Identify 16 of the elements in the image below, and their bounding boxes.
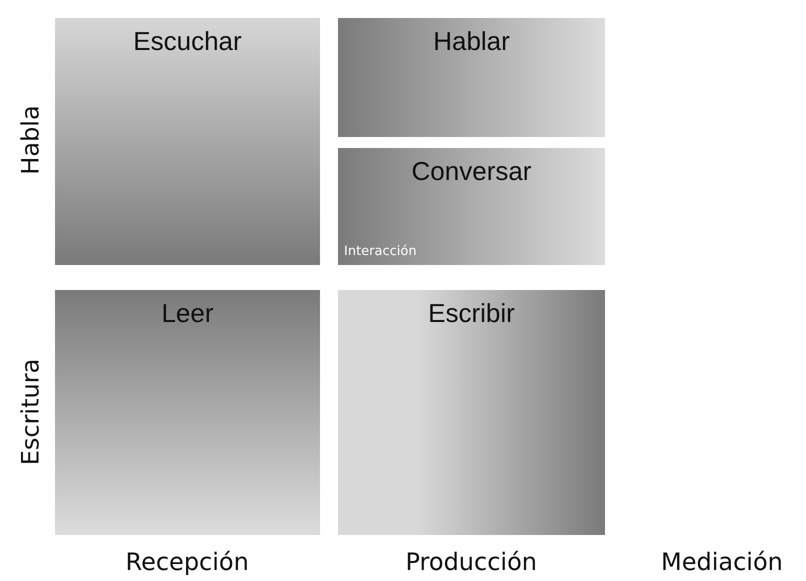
tile-title: Escuchar	[132, 26, 243, 57]
tile-title: Conversar	[410, 156, 532, 187]
activity-tile	[338, 148, 605, 265]
tile-note: Interacción	[344, 244, 417, 259]
activity-tile	[338, 18, 605, 137]
row-label: Escritura	[16, 358, 44, 466]
tile-title: Escribir	[427, 298, 516, 329]
activity-tile	[55, 18, 320, 265]
row-label: Habla	[16, 105, 44, 175]
column-label: Mediación	[661, 548, 783, 576]
tile-title: Leer	[160, 298, 215, 329]
column-label: Recepción	[126, 548, 249, 576]
tile-title: Hablar	[432, 26, 511, 57]
column-label: Producción	[406, 548, 537, 576]
activity-tile	[55, 290, 320, 535]
activity-tile	[338, 290, 605, 535]
